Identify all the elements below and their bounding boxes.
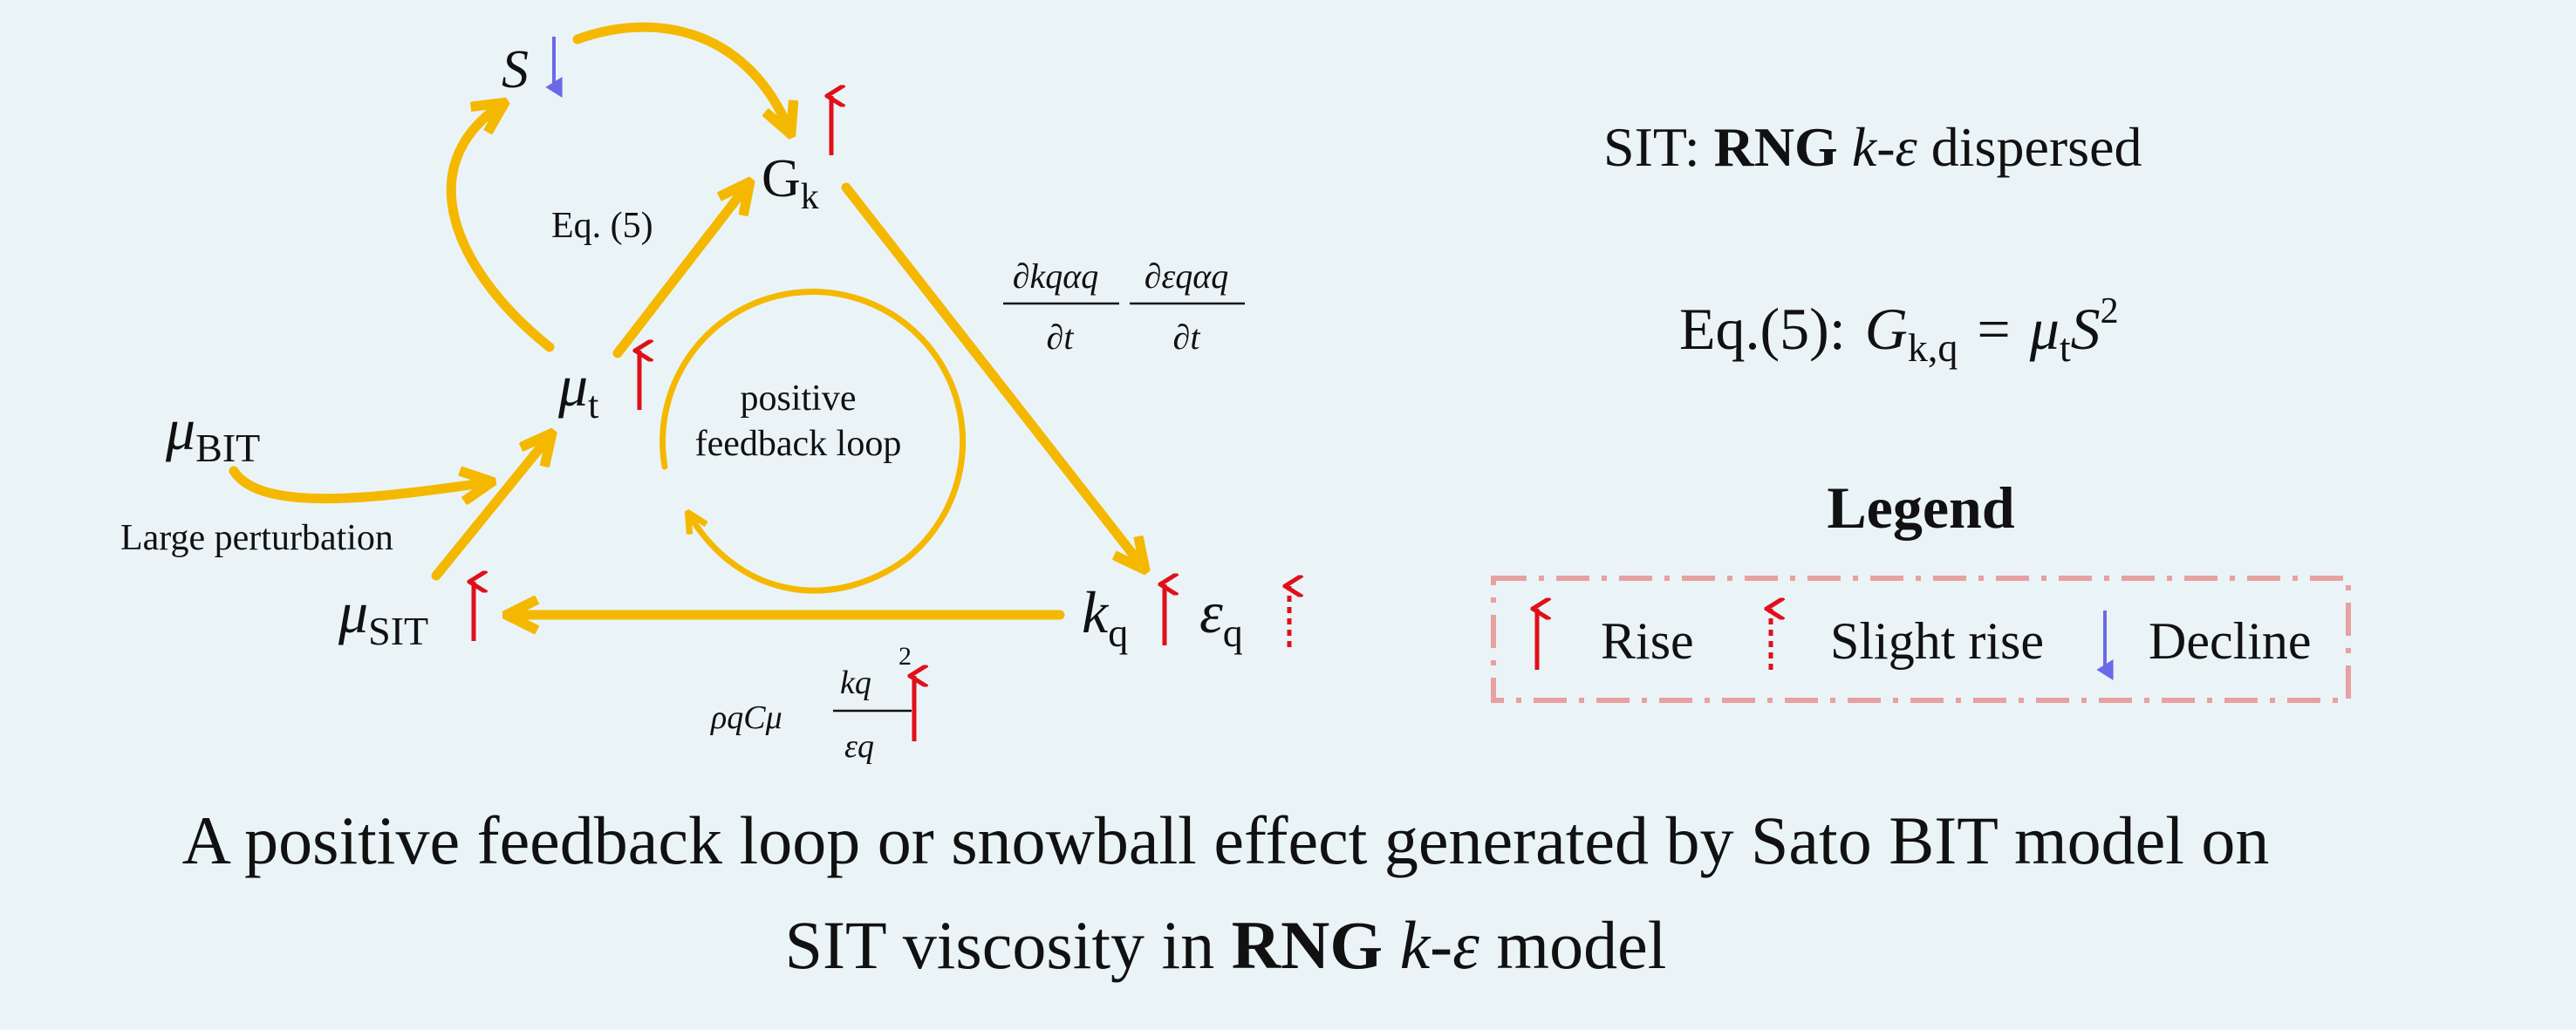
node-mu-sit: μSIT <box>338 579 428 653</box>
feedback-arrows <box>229 22 1143 615</box>
formula-denominator: εq <box>844 728 874 765</box>
legend-title: Legend <box>1827 474 2015 541</box>
change-indicators <box>474 37 1289 741</box>
derivative-fractions: ∂kqαq ∂t ∂εqαq ∂t <box>1003 256 1245 357</box>
arrow-mubit-to-mut <box>229 471 489 499</box>
sit-model-label: SIT: RNG k-ε dispersed <box>1603 116 2142 178</box>
arrow-mut-to-s <box>446 105 555 352</box>
caption-line-1: A positive feedback loop or snowball eff… <box>182 802 2270 878</box>
node-gk: Gk <box>762 149 819 217</box>
arrow-s-to-gk <box>572 22 789 131</box>
legend-slight-rise-label: Slight rise <box>1830 612 2044 670</box>
label-loop-line2: feedback loop <box>695 424 902 464</box>
deriv1-numerator: ∂kqαq <box>1013 256 1099 296</box>
node-mu-bit: μBIT <box>165 396 260 470</box>
deriv1-denominator: ∂t <box>1047 317 1075 357</box>
caption-line-2: SIT viscosity in RNG k-ε model <box>785 907 1667 983</box>
node-eps-q: εq <box>1199 579 1243 655</box>
deriv2-denominator: ∂t <box>1173 317 1201 357</box>
legend-decline-label: Decline <box>2149 612 2312 670</box>
node-k-q: kq <box>1082 579 1128 655</box>
viscosity-formula: ρqCμ kq 2 εq <box>710 642 912 765</box>
node-mu-t: μt <box>557 352 598 426</box>
equation-5: Eq.(5):Gk,q=μtS2 <box>1679 291 2119 370</box>
arrow-mut-to-gk <box>612 185 748 358</box>
arrow-gk-to-kq <box>841 182 1143 567</box>
legend-rise-label: Rise <box>1601 612 1694 670</box>
formula-prefix: ρqCμ <box>710 699 782 736</box>
formula-exponent: 2 <box>899 642 912 671</box>
label-loop-line1: positive <box>741 379 857 419</box>
node-s: S <box>502 40 529 99</box>
deriv2-numerator: ∂εqαq <box>1145 256 1229 296</box>
arrow-musit-to-mut <box>431 436 550 581</box>
formula-numerator: kq <box>840 665 871 701</box>
feedback-loop-circle <box>659 288 967 594</box>
label-large-perturbation: Large perturbation <box>120 518 393 558</box>
legend: Legend Rise Slight rise Decline <box>1491 474 2351 703</box>
label-eq5: Eq. (5) <box>551 206 653 246</box>
legend-box <box>1491 576 2351 703</box>
